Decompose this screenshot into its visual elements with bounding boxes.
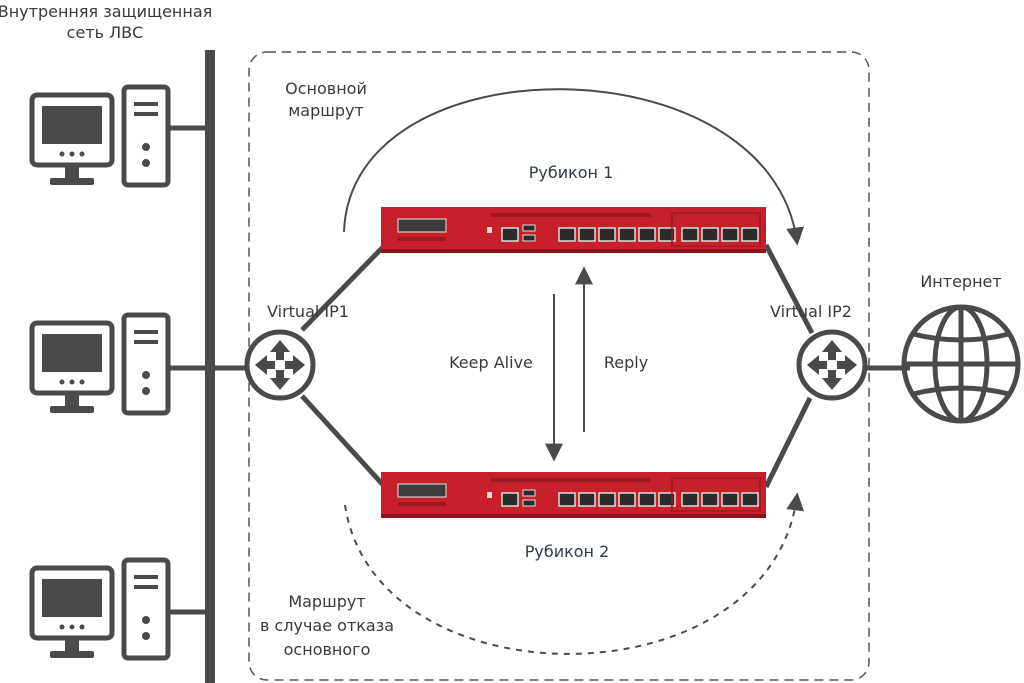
failover-route-label: в случае отказа — [260, 616, 394, 635]
globe-icon — [901, 304, 1021, 424]
failover-route-label: основного — [284, 640, 371, 659]
failover-route-arrow — [344, 492, 805, 655]
lan-label: Внутренняя защищенная — [0, 2, 212, 21]
device1-label: Рубикон 1 — [529, 163, 614, 182]
router-icon — [799, 332, 865, 398]
primary-route-arrow — [343, 88, 804, 246]
failover-route-label: Маршрут — [288, 592, 365, 611]
link-device2-vip2 — [763, 396, 813, 489]
device2-label: Рубикон 2 — [525, 542, 610, 561]
primary-route-label: Основной — [285, 79, 367, 98]
reply-label: Reply — [604, 353, 648, 372]
internet-label: Интернет — [920, 272, 1001, 291]
rack-firewall-icon — [380, 471, 767, 519]
workstation-icon — [32, 560, 168, 658]
router-icon — [247, 332, 313, 398]
vip1-label: Virtual IP1 — [267, 302, 349, 321]
link-vip1-device2 — [300, 394, 387, 489]
vip2-label: Virtual IP2 — [770, 302, 852, 321]
rack-firewall-icon — [380, 206, 767, 254]
keepalive-label: Keep Alive — [449, 353, 533, 372]
primary-route-label: маршрут — [288, 101, 364, 120]
lan-label: сеть ЛВС — [67, 23, 144, 42]
link-device1-vip2 — [763, 243, 815, 335]
workstation-icon — [32, 315, 168, 413]
link-vip1-device1 — [300, 243, 387, 332]
cluster-boundary — [248, 51, 870, 681]
workstation-icon — [32, 87, 168, 185]
